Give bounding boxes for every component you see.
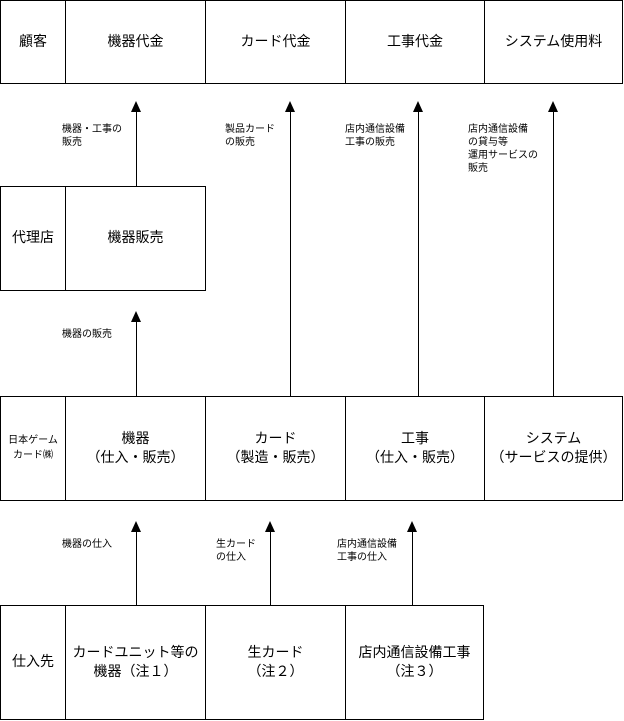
agent-machine-sales-label: 機器販売 [107,230,164,247]
customer-card-fee-cell: カード代金 [205,0,346,84]
flow-label-supplier-card: 生カード の仕入 [216,538,256,564]
supplier-card-line-1: 生カード [247,644,304,661]
company-work-cell: 工事 （仕入・販売） [345,396,485,501]
flow-label-agent-to-customer: 機器・工事の 販売 [62,123,122,149]
arrow-supplier-work-line [412,532,413,605]
arrow-system-to-customer-line [553,112,554,396]
company-label-cell: 日本ゲーム カード㈱ [0,396,66,501]
agent-machine-sales-cell: 機器販売 [65,186,206,291]
arrow-system-to-customer-head [548,101,558,112]
flow-label-line: 販売 [468,163,488,174]
company-machine-line-1: 機器 [121,430,150,447]
company-system-cell: システム （サービスの提供） [484,396,623,501]
machine-fee-label: 機器代金 [107,33,164,50]
company-work-line-2: （仕入・販売） [366,449,464,466]
arrow-work-to-customer-line [418,112,419,396]
system-fee-label: システム使用料 [504,33,603,50]
company-system-line-1: システム [525,430,582,447]
supplier-machine-line-1: カードユニット等の [72,644,199,661]
flow-label-line: の仕入 [216,552,246,563]
flow-label-company-to-agent: 機器の販売 [62,328,112,341]
flow-label-card-to-customer: 製品カード の販売 [225,123,275,149]
flow-label-work-to-customer: 店内通信設備 工事の販売 [345,123,405,149]
arrow-supplier-work-head [407,521,417,532]
flow-label-line: 店内通信設備 [337,539,397,550]
arrow-company-to-agent-line [136,322,137,396]
customer-label-cell: 顧客 [0,0,66,84]
supplier-work-line-1: 店内通信設備工事 [358,644,471,661]
flow-label-system-to-customer: 店内通信設備 の貸与等 運用サービスの 販売 [468,123,538,175]
company-label-line-2: カード㈱ [12,449,53,461]
customer-system-fee-cell: システム使用料 [484,0,623,84]
arrow-card-to-customer-head [285,101,295,112]
flow-label-supplier-work: 店内通信設備 工事の仕入 [337,538,397,564]
supplier-work-cell: 店内通信設備工事 （注３） [345,605,484,720]
card-fee-label: カード代金 [240,33,311,50]
flow-label-line: 販売 [62,137,82,148]
company-card-cell: カード （製造・販売） [205,396,346,501]
company-work-line-1: 工事 [401,430,429,447]
company-machine-cell: 機器 （仕入・販売） [65,396,206,501]
supplier-label-cell: 仕入先 [0,605,66,720]
flow-label-line: 工事の販売 [345,137,395,148]
company-card-line-1: カード [254,430,297,447]
arrow-supplier-machine-line [136,532,137,605]
customer-work-fee-cell: 工事代金 [345,0,485,84]
arrow-agent-to-customer-line [136,112,137,186]
supplier-work-line-2: （注３） [386,663,443,680]
supplier-machine-line-2: 機器（注１） [93,663,178,680]
company-label-line-1: 日本ゲーム [8,435,58,446]
company-card-line-2: （製造・販売） [226,449,325,466]
arrow-supplier-card-head [265,521,275,532]
arrow-supplier-card-line [270,532,271,605]
agent-label: 代理店 [12,230,54,247]
supplier-card-line-2: （注２） [247,663,304,680]
customer-label: 顧客 [19,33,47,50]
supplier-label: 仕入先 [12,654,54,671]
company-machine-line-2: （仕入・販売） [86,449,185,466]
flow-label-line: 製品カード [225,124,275,135]
supplier-machine-cell: カードユニット等の 機器（注１） [65,605,206,720]
flow-label-line: 機器の仕入 [62,539,112,550]
flow-label-line: 機器・工事の [62,124,122,135]
arrow-supplier-machine-head [131,521,141,532]
flow-label-supplier-machine: 機器の仕入 [62,538,112,551]
arrow-company-to-agent-head [131,311,141,322]
flow-label-line: の販売 [225,137,255,148]
flow-label-line: 店内通信設備 [468,124,528,135]
arrow-card-to-customer-line [290,112,291,396]
flow-label-line: 工事の仕入 [337,552,387,563]
work-fee-label: 工事代金 [387,33,443,50]
flow-label-line: 運用サービスの [468,150,538,161]
arrow-agent-to-customer-head [131,101,141,112]
customer-machine-fee-cell: 機器代金 [65,0,206,84]
arrow-work-to-customer-head [413,101,423,112]
flow-label-line: の貸与等 [468,137,508,148]
flow-label-line: 店内通信設備 [345,124,405,135]
flow-label-line: 生カード [216,539,256,550]
supplier-card-cell: 生カード （注２） [205,605,346,720]
flow-label-line: 機器の販売 [62,329,112,340]
company-system-line-2: （サービスの提供） [490,449,617,466]
agent-label-cell: 代理店 [0,186,66,291]
